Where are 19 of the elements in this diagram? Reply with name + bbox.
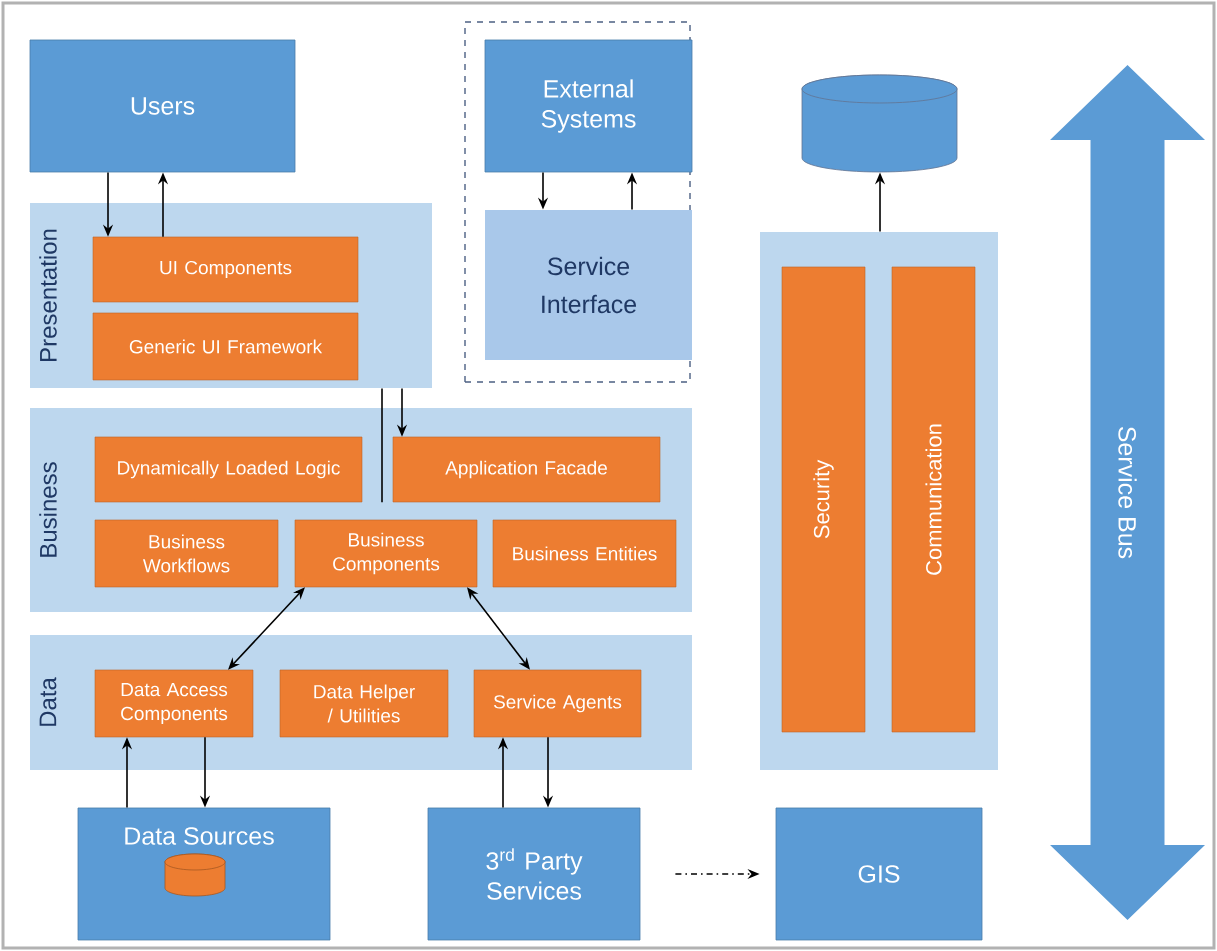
process-box: Data Sources <box>77 807 331 941</box>
component-box: UI Components <box>92 236 359 303</box>
process-box: GIS <box>775 807 983 941</box>
component-box: Data Helper / Utilities <box>279 669 449 738</box>
component-box: Business Components <box>294 519 478 588</box>
component-box: Security <box>781 266 866 733</box>
component-box: Generic UI Framework <box>92 312 359 381</box>
process-box: 3$^{rd}$ Party Services <box>427 807 641 941</box>
process-box: Users <box>29 39 296 173</box>
process-box: External Systems <box>484 39 693 173</box>
component-box: Data Access Components <box>94 669 254 738</box>
component-box: Dynamically Loaded Logic <box>94 436 363 503</box>
interface-box: Service Interface <box>485 210 692 360</box>
database-cylinder <box>801 74 958 173</box>
component-box: Application Facade <box>392 436 661 503</box>
component-box: Business Workflows <box>94 519 279 588</box>
component-box: Business Entities <box>492 519 677 588</box>
component-box: Communication <box>891 266 976 733</box>
component-box: Service Agents <box>473 669 642 738</box>
